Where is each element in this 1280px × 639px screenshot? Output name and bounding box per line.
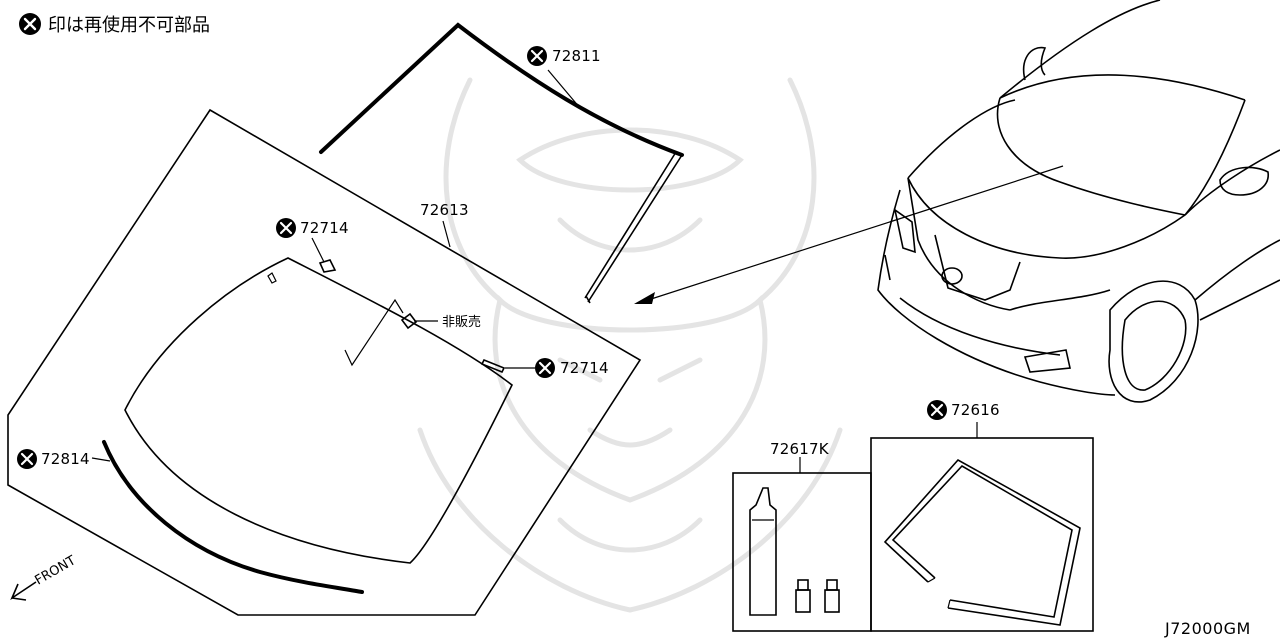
x-circle-icon xyxy=(276,218,296,238)
adhesive-tube xyxy=(749,487,777,616)
dam-rubber-seal xyxy=(883,458,1081,626)
part-number-72616: 72616 xyxy=(951,401,1000,419)
windshield-glass xyxy=(124,257,514,564)
x-circle-icon xyxy=(17,449,37,469)
part-number-72617K: 72617K xyxy=(770,440,830,458)
x-circle-icon xyxy=(535,358,555,378)
glass-panel-outline xyxy=(7,108,642,616)
part-number-72613: 72613 xyxy=(420,201,469,219)
clip-upper: 72714 xyxy=(276,218,349,273)
primer-bottle xyxy=(824,579,840,613)
glass-sensor-mark xyxy=(267,272,277,284)
not-sold-part: 非販売 xyxy=(344,298,481,367)
vehicle-front-view xyxy=(877,0,1280,403)
x-circle-icon xyxy=(19,13,41,35)
part-number-72811: 72811 xyxy=(552,47,601,65)
watermark-emblem xyxy=(417,77,843,613)
dam-rubber-box: 72616 xyxy=(870,400,1094,632)
glass-callout: 72613 xyxy=(420,201,469,248)
location-arrow xyxy=(634,165,1064,304)
part-number-72714-upper: 72714 xyxy=(300,219,349,237)
front-label: FRONT xyxy=(33,553,79,588)
part-number-72714-right: 72714 xyxy=(560,359,609,377)
kit-box: 72617K xyxy=(732,440,872,632)
lower-molding: 72814 xyxy=(17,440,364,594)
legend: 印は再使用不可部品 xyxy=(19,13,210,36)
not-sold-label: 非販売 xyxy=(442,314,481,330)
legend-text: 印は再使用不可部品 xyxy=(48,15,210,36)
roof-molding-callout: 72811 xyxy=(527,46,601,109)
x-circle-icon xyxy=(527,46,547,66)
diagram-code: J72000GM xyxy=(1164,619,1251,638)
front-indicator: FRONT xyxy=(10,553,79,601)
primer-bottle xyxy=(795,579,811,613)
roof-molding xyxy=(319,22,684,304)
part-number-72814: 72814 xyxy=(41,450,90,468)
x-circle-icon xyxy=(927,400,947,420)
clip-right: 72714 xyxy=(480,358,609,378)
